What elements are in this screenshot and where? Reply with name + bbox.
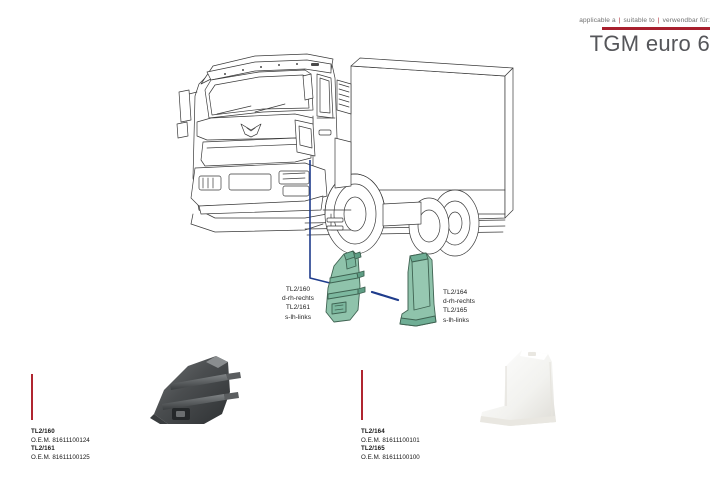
page-title: TGM euro 6	[589, 30, 710, 56]
callout-left: TL2/160 d-rh-rechts TL2/161 s-lh-links	[268, 285, 328, 322]
applicable-line: applicable a | suitable to | verwendbar …	[390, 16, 710, 25]
truck-illustration	[155, 18, 555, 268]
part-left-oem-1: O.E.M. 81611100124	[31, 436, 90, 444]
green-part-right	[399, 252, 437, 327]
part-right-oem-2: O.E.M. 81611100100	[361, 453, 420, 461]
applicable-de: verwendbar für:	[662, 17, 710, 24]
callout-right-side2: s-lh-links	[443, 316, 470, 324]
header-accent-rule	[602, 27, 710, 30]
part-right-code-1: TL2/164	[361, 428, 385, 435]
separator-2: |	[657, 17, 660, 24]
part-right-oem-1: O.E.M. 81611100101	[361, 436, 420, 444]
photo-white-corner	[470, 348, 570, 434]
callout-left-code1: TL2/160	[285, 286, 311, 293]
callout-right-code1: TL2/164	[443, 289, 468, 296]
callout-right: TL2/164 d-rh-rechts TL2/165 s-lh-links	[443, 288, 513, 325]
part-label-left: TL2/160 O.E.M. 81611100124 TL2/161 O.E.M…	[31, 428, 90, 462]
callout-left-side2: s-lh-links	[284, 313, 311, 321]
part-right-code-2: TL2/165	[361, 445, 385, 453]
part-label-right: TL2/164 O.E.M. 81611100101 TL2/165 O.E.M…	[361, 428, 420, 462]
accent-bar-left	[31, 374, 33, 420]
part-left-oem-2: O.E.M. 81611100125	[31, 453, 90, 461]
green-part-left	[325, 250, 366, 323]
page-header: applicable a | suitable to | verwendbar …	[390, 16, 710, 57]
callout-left-side1: d-rh-rechts	[282, 295, 314, 303]
callout-right-side1: d-rh-rechts	[443, 298, 475, 306]
accent-bar-right	[361, 370, 363, 420]
applicable-en: applicable a	[579, 17, 616, 24]
part-left-code-1: TL2/160	[31, 428, 55, 435]
applicable-en2: suitable to	[623, 17, 655, 24]
callout-left-code2: TL2/161	[285, 304, 311, 312]
separator-1: |	[618, 17, 621, 24]
part-left-code-2: TL2/161	[31, 445, 55, 453]
exploded-parts-diagram	[320, 248, 460, 340]
photo-dark-fairing	[148, 352, 252, 430]
callout-right-code2: TL2/165	[443, 307, 468, 315]
